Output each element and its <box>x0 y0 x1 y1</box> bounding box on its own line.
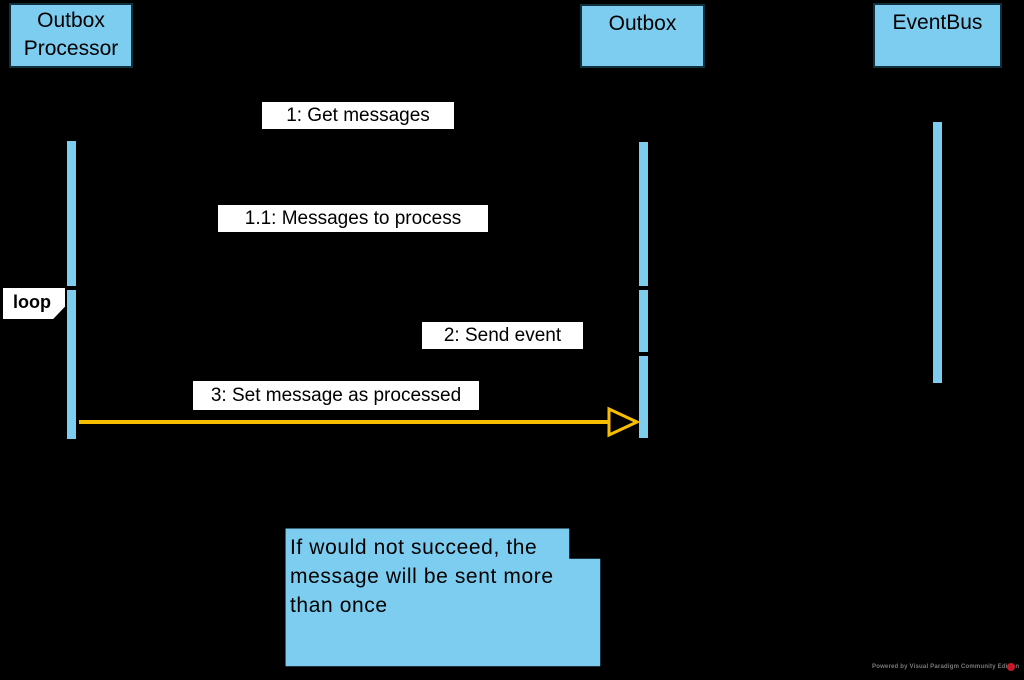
activation-bar-outbox-seg1 <box>637 140 650 288</box>
note-body <box>284 527 602 668</box>
activation-bar-outbox-seg3 <box>637 354 650 440</box>
visual-paradigm-logo-icon <box>1007 663 1015 671</box>
activation-bar-outbox-processor-seg1 <box>65 139 78 288</box>
actor-label-line: Processor <box>23 37 119 60</box>
activation-bar-eventbus <box>931 120 944 385</box>
actor-label-line: Outbox <box>37 9 105 32</box>
note-shape <box>284 527 602 668</box>
watermark-text: Powered by Visual Paradigm Community Edi… <box>872 664 1020 670</box>
activation-bar-outbox-seg2 <box>637 288 650 354</box>
message-label-set-message-processed: 3: Set message as processed <box>193 381 479 410</box>
note-text: If would not succeed, the message will b… <box>290 533 590 620</box>
note-text-line: than once <box>290 594 388 617</box>
note-text-line: message will be sent more <box>290 565 554 588</box>
note-text-line: If would not succeed, the <box>290 536 538 559</box>
actor-outbox: Outbox <box>580 4 705 68</box>
arrowhead-icon <box>607 406 641 438</box>
loop-fragment-operator: loop <box>3 288 65 319</box>
message-label-messages-to-process: 1.1: Messages to process <box>218 205 488 232</box>
message-3-highlight-arrow <box>79 406 641 438</box>
actor-label: EventBus <box>892 11 983 34</box>
watermark: Powered by Visual Paradigm Community Edi… <box>872 660 1024 674</box>
actor-outbox-processor: Outbox Processor <box>9 3 133 68</box>
actor-label: Outbox <box>608 12 677 35</box>
message-label-send-event: 2: Send event <box>422 322 583 349</box>
message-label-get-messages: 1: Get messages <box>262 102 454 129</box>
actor-eventbus: EventBus <box>873 3 1002 68</box>
activation-bar-outbox-processor-seg2 <box>65 288 78 441</box>
